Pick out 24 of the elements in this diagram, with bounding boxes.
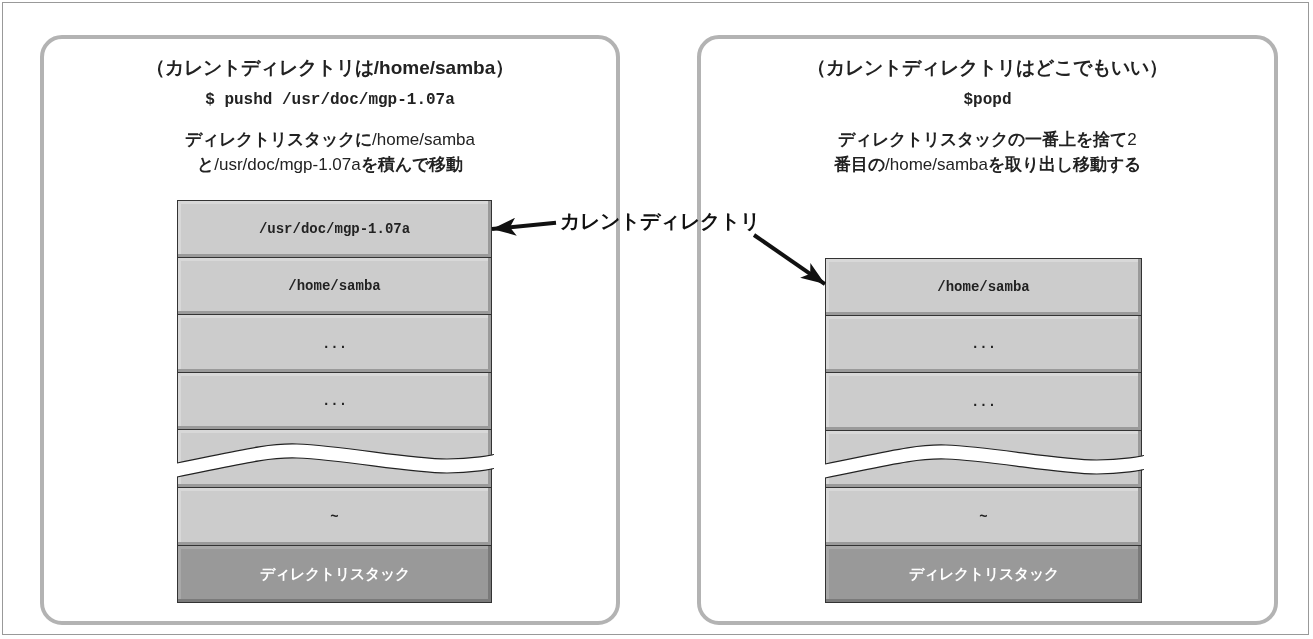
panel [40, 35, 620, 625]
description-text: ディレクトリスタックの一番上を捨て2番目の/home/sambaを取り出し移動する [833, 129, 1142, 176]
panel [697, 35, 1278, 625]
command-text: $popd [962, 91, 1013, 109]
stack-cell: ... [177, 314, 492, 373]
arrow [752, 233, 827, 286]
stack-cell: ... [825, 372, 1142, 431]
panel-heading: （カレントディレクトリは/home/samba） [144, 56, 516, 80]
command-text: $ pushd /usr/doc/mgp-1.07a [204, 91, 456, 109]
description-text: ディレクトリスタックに/home/sambaと/usr/doc/mgp-1.07aを積んで移動 [184, 129, 476, 176]
stack-cell: /home/samba [177, 257, 492, 315]
stack-base: ディレクトリスタック [825, 545, 1142, 603]
panel-heading: （カレントディレクトリはどこでもいい） [806, 56, 1169, 80]
stack-base: ディレクトリスタック [177, 545, 492, 603]
omitted-cell [177, 429, 492, 488]
stack-cell: /usr/doc/mgp-1.07a [177, 200, 492, 258]
stack-cell: ~ [825, 487, 1142, 546]
stack-cell: ~ [177, 487, 492, 546]
stack-cell: ... [825, 315, 1142, 373]
omitted-cell [825, 430, 1142, 488]
pointer-label: カレントディレクトリ [560, 208, 760, 235]
stack-cell: /home/samba [825, 258, 1142, 316]
stack-cell: ... [177, 372, 492, 430]
arrow [491, 217, 557, 236]
